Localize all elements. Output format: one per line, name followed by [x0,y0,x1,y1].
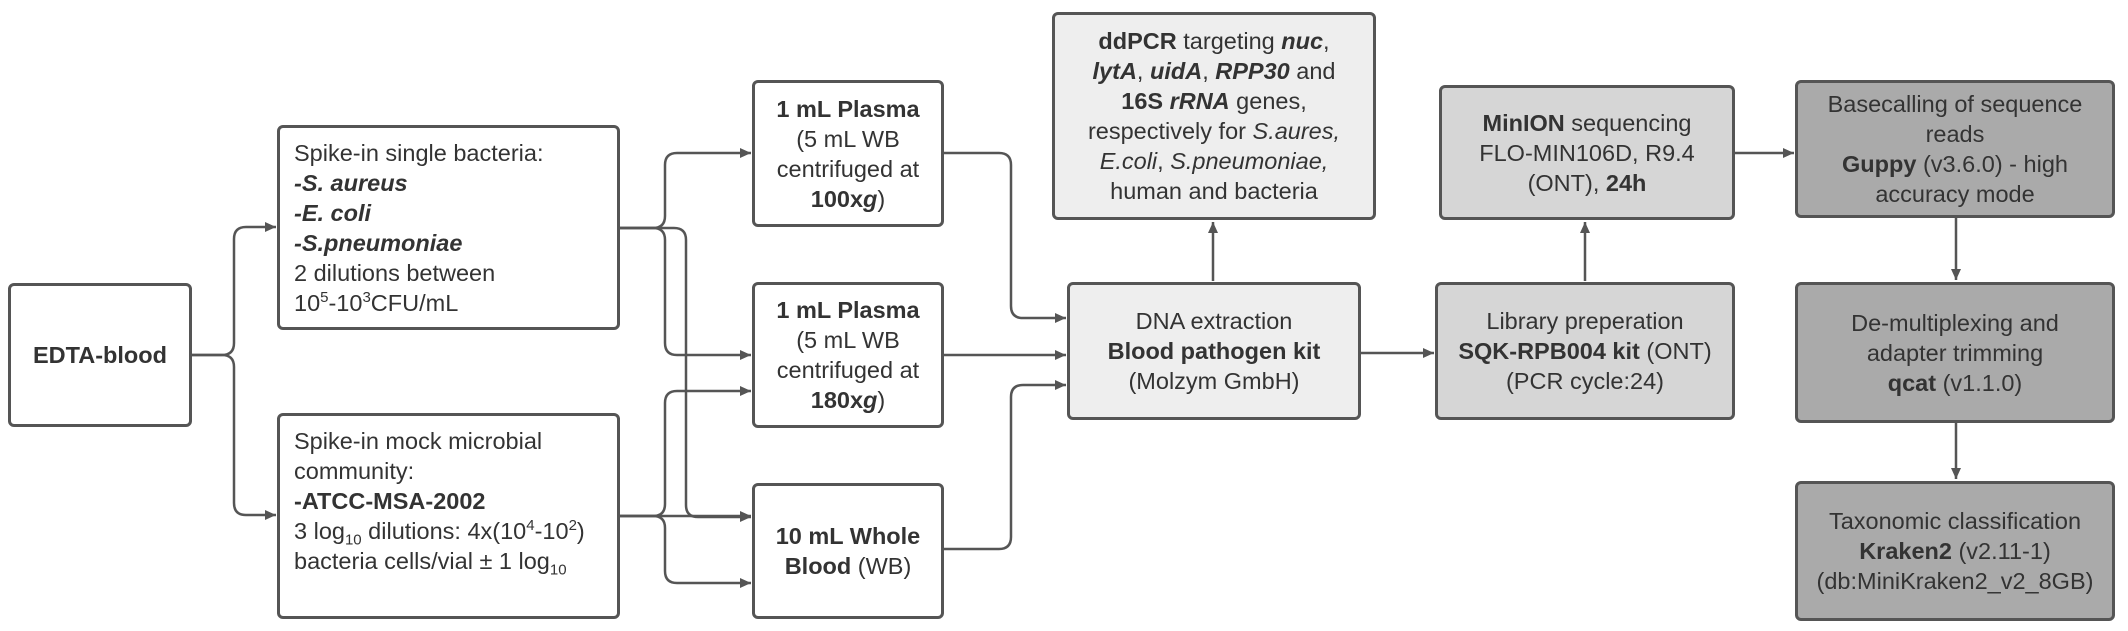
ddpcr-line5: E.coli, S.pneumoniae, [1099,148,1329,174]
plasma-100g-line1: (5 mL WB [796,125,900,152]
arrow-edta-to-mock [192,353,276,520]
taxo-line1: Taxonomic classification [1828,508,2082,534]
arrow-single-to-wholeblood [620,226,751,522]
demux-line3: qcat (v1.1.0) [1887,369,2023,396]
minion-line3: (ONT), 24h [1527,169,1647,196]
mock-line1: Spike-in mock microbial [294,428,543,454]
spike-single-bacteria-box: Spike-in single bacteria: -S. aureus -E.… [277,125,620,330]
plasma-100g-box: 1 mL Plasma (5 mL WB centrifuged at 100x… [752,80,944,227]
whole-blood-line2: Blood (WB) [784,553,912,579]
dna-extraction-maker: (Molzym GmbH) [1128,368,1300,394]
ddpcr-box: ddPCR targeting nuc, lytA, uidA, RPP30 a… [1052,12,1376,220]
library-prep-pcr: (PCR cycle:24) [1505,368,1664,394]
mock-cells: bacteria cells/vial ± 1 log10 [294,548,567,579]
spike-mock-community-box: Spike-in mock microbial community: -ATCC… [277,413,620,619]
arrow-single-to-plasma100 [620,148,751,230]
basecall-line1: Basecalling of sequence [1827,91,2083,117]
arrow-wholeblood-to-dna [944,380,1066,551]
ddpcr-line3: 16S rRNA genes, [1121,88,1307,114]
basecalling-box: Basecalling of sequence reads Guppy (v3.… [1795,80,2115,218]
basecall-line2: reads [1925,121,1985,147]
minion-box: MinION sequencing FLO-MIN106D, R9.4 (ONT… [1439,85,1735,220]
whole-blood-box: 10 mL Whole Blood (WB) [752,483,944,619]
plasma-100g-line2: centrifuged at [776,155,920,182]
arrow-mock-to-plasma180-lower [620,514,751,588]
demux-line1: De-multiplexing and [1851,309,2059,336]
ddpcr-line4: respectively for S.aures, [1087,118,1341,144]
plasma-180g-speed: 180xg) [810,387,886,413]
ddpcr-line2: lytA, uidA, RPP30 and [1092,58,1336,84]
plasma-100g-title: 1 mL Plasma [776,95,920,122]
dilution-text: 2 dilutions between [294,260,496,286]
plasma-100g-speed: 100xg) [810,185,886,212]
taxo-line3: (db:MiniKraken2_v2_8GB) [1816,568,2094,594]
mock-line2: community: [294,458,415,484]
minion-line1: MinION sequencing [1482,109,1692,136]
taxo-line2: Kraken2 (v2.11-1) [1859,538,2051,564]
plasma-180g-title: 1 mL Plasma [776,297,920,323]
library-prep-kit: SQK-RPB004 kit (ONT) [1458,338,1712,364]
demux-line2: adapter trimming [1866,339,2044,366]
taxonomic-classification-box: Taxonomic classification Kraken2 (v2.11-… [1795,481,2115,621]
whole-blood-title: 10 mL Whole [775,523,921,549]
ddpcr-line6: human and bacteria [1110,178,1318,204]
dilution-range: 105-103CFU/mL [294,289,459,316]
minion-line2: FLO-MIN106D, R9.4 [1479,139,1695,166]
plasma-180g-line2: centrifuged at [776,357,920,383]
mock-strain: -ATCC-MSA-2002 [294,488,486,514]
ddpcr-line1: ddPCR targeting nuc, [1098,28,1330,54]
dna-extraction-title: DNA extraction [1135,308,1293,334]
dna-extraction-kit: Blood pathogen kit [1107,338,1321,364]
demultiplexing-box: De-multiplexing and adapter trimming qca… [1795,282,2115,423]
bacteria-e-coli: -E. coli [294,200,372,226]
library-prep-box: Library preperation SQK-RPB004 kit (ONT)… [1435,282,1735,420]
plasma-180g-box: 1 mL Plasma (5 mL WB centrifuged at 180x… [752,282,944,428]
basecall-line4: accuracy mode [1875,181,2035,207]
plasma-180g-line1: (5 mL WB [796,327,900,353]
arrow-plasma100-to-dna [944,151,1066,323]
library-prep-title: Library preperation [1486,308,1684,334]
edta-blood-box: EDTA-blood [8,283,192,427]
spike-single-title: Spike-in single bacteria: [294,140,544,166]
dna-extraction-box: DNA extraction Blood pathogen kit (Molzy… [1067,282,1361,420]
mock-dilutions: 3 log10 dilutions: 4x(104-102) [294,517,585,549]
arrow-edta-to-single [192,222,276,357]
bacteria-s-pneumoniae: -S.pneumoniae [294,230,463,256]
basecall-line3: Guppy (v3.6.0) - high [1842,151,2068,177]
edta-blood-label: EDTA-blood [32,342,167,368]
bacteria-s-aureus: -S. aureus [294,170,408,196]
